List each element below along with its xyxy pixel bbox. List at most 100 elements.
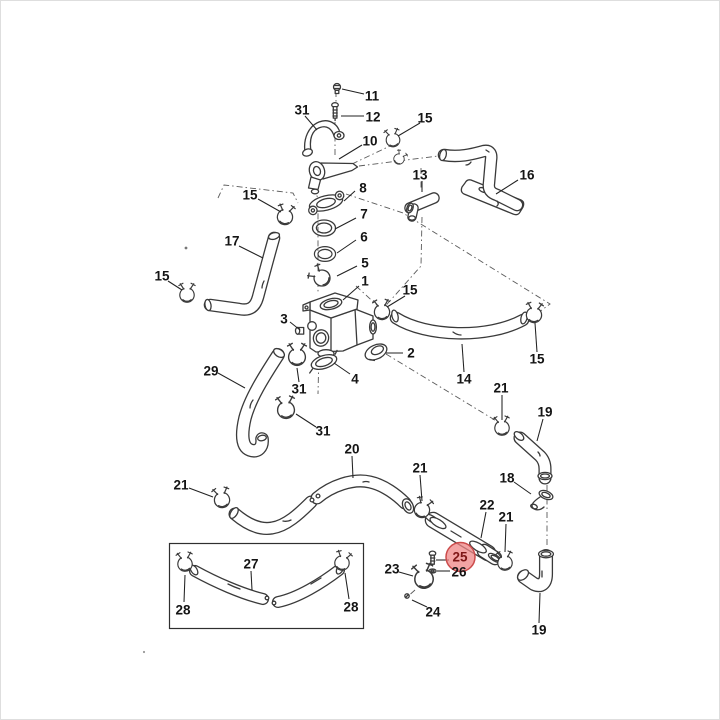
callout-11-0[interactable]: 11 bbox=[341, 88, 380, 104]
part-number-label[interactable]: 27 bbox=[243, 557, 258, 572]
part-23-clamp bbox=[410, 561, 437, 591]
leader-line bbox=[289, 321, 301, 331]
callout-25-33[interactable]: 25 bbox=[436, 541, 476, 573]
callout-31-21[interactable]: 31 bbox=[291, 367, 307, 397]
callout-31-2[interactable]: 31 bbox=[294, 103, 318, 131]
leader-line bbox=[167, 280, 183, 291]
part-number-label[interactable]: 31 bbox=[294, 103, 310, 118]
callout-13-5[interactable]: 13 bbox=[412, 168, 428, 193]
callout-19-25[interactable]: 19 bbox=[536, 405, 553, 442]
part-number-label[interactable]: 18 bbox=[499, 471, 515, 486]
leader-line bbox=[250, 570, 253, 591]
part-number-label[interactable]: 7 bbox=[360, 207, 368, 222]
callout-28-39[interactable]: 28 bbox=[343, 572, 359, 615]
callout-6-9[interactable]: 6 bbox=[336, 230, 368, 254]
callout-28-38[interactable]: 28 bbox=[175, 574, 191, 618]
highlight-circle-25[interactable] bbox=[445, 541, 476, 573]
callout-15-19[interactable]: 15 bbox=[529, 322, 545, 367]
callout-15-12[interactable]: 15 bbox=[242, 188, 282, 213]
leader-line bbox=[419, 474, 423, 502]
part-number-label[interactable]: 23 bbox=[384, 562, 400, 577]
callout-21-24[interactable]: 21 bbox=[493, 381, 509, 421]
part-15-clamp-small bbox=[390, 148, 409, 167]
part-number-label[interactable]: 24 bbox=[425, 605, 441, 620]
part-number-label[interactable]: 15 bbox=[417, 111, 433, 126]
leader-line bbox=[513, 481, 532, 495]
part-number-label[interactable]: 21 bbox=[173, 478, 189, 493]
part-number-label[interactable]: 8 bbox=[359, 181, 367, 196]
hoses bbox=[188, 144, 554, 609]
part-number-label[interactable]: 31 bbox=[291, 382, 307, 397]
callout-3-15[interactable]: 3 bbox=[280, 312, 301, 331]
part-number-label[interactable]: 21 bbox=[412, 461, 428, 476]
callout-29-20[interactable]: 29 bbox=[203, 364, 246, 389]
part-number-label[interactable]: 26 bbox=[451, 565, 467, 580]
part-number-label[interactable]: 10 bbox=[362, 134, 377, 149]
part-14-hose bbox=[391, 313, 528, 339]
callout-21-31[interactable]: 21 bbox=[498, 510, 514, 553]
callout-1-11[interactable]: 1 bbox=[342, 274, 369, 301]
callout-26-34[interactable]: 26 bbox=[437, 565, 467, 580]
part-number-label[interactable]: 12 bbox=[365, 110, 380, 125]
part-number-label[interactable]: 4 bbox=[351, 372, 359, 387]
part-number-label[interactable]: 17 bbox=[224, 234, 239, 249]
part-15-clamp-top bbox=[382, 127, 403, 149]
part-number-label[interactable]: 16 bbox=[519, 168, 535, 183]
callout-18-26[interactable]: 18 bbox=[499, 471, 532, 495]
part-28-clamp-left bbox=[175, 551, 195, 573]
part-number-label[interactable]: 13 bbox=[412, 168, 428, 183]
callout-21-28[interactable]: 21 bbox=[173, 478, 214, 498]
part-number-label[interactable]: 11 bbox=[365, 89, 380, 104]
callout-8-7[interactable]: 8 bbox=[343, 181, 367, 202]
part-number-label[interactable]: 2 bbox=[407, 346, 415, 361]
center-stack bbox=[294, 190, 388, 374]
callout-15-14[interactable]: 15 bbox=[154, 269, 183, 291]
part-number-label[interactable]: 6 bbox=[360, 230, 368, 245]
part-15-clamp-midleft bbox=[274, 202, 297, 227]
part-number-label[interactable]: 15 bbox=[402, 283, 418, 298]
part-number-label[interactable]: 28 bbox=[175, 603, 191, 618]
part-number-label[interactable]: 1 bbox=[361, 274, 369, 289]
callout-5-10[interactable]: 5 bbox=[336, 256, 369, 277]
part-20-hose-left bbox=[229, 496, 317, 534]
callout-31-23[interactable]: 31 bbox=[295, 413, 331, 439]
callout-4-22[interactable]: 4 bbox=[333, 362, 359, 387]
callout-14-18[interactable]: 14 bbox=[456, 343, 472, 387]
part-number-label[interactable]: 21 bbox=[493, 381, 509, 396]
callout-12-1[interactable]: 12 bbox=[341, 110, 381, 125]
part-number-label[interactable]: 15 bbox=[154, 269, 170, 284]
part-number-label[interactable]: 21 bbox=[498, 510, 514, 525]
callout-23-32[interactable]: 23 bbox=[384, 562, 414, 577]
part-number-label[interactable]: 29 bbox=[203, 364, 218, 379]
part-number-label[interactable]: 25 bbox=[452, 550, 468, 565]
callout-19-36[interactable]: 19 bbox=[531, 592, 547, 638]
callout-2-17[interactable]: 2 bbox=[386, 346, 415, 361]
callout-27-37[interactable]: 27 bbox=[243, 557, 259, 591]
part-number-label[interactable]: 19 bbox=[537, 405, 552, 420]
callout-20-27[interactable]: 20 bbox=[344, 442, 360, 479]
leader-line bbox=[295, 413, 317, 428]
callout-21-29[interactable]: 21 bbox=[412, 461, 428, 502]
part-number-label[interactable]: 20 bbox=[344, 442, 359, 457]
leader-line bbox=[336, 239, 357, 254]
callout-16-6[interactable]: 16 bbox=[495, 168, 535, 195]
part-number-label[interactable]: 14 bbox=[456, 372, 472, 387]
part-number-label[interactable]: 31 bbox=[315, 424, 331, 439]
part-15-clamp-14-right bbox=[524, 301, 545, 324]
part-number-label[interactable]: 5 bbox=[361, 256, 369, 271]
part-number-label[interactable]: 3 bbox=[280, 312, 288, 327]
part-number-label[interactable]: 15 bbox=[529, 352, 545, 367]
part-number-label[interactable]: 22 bbox=[479, 498, 494, 513]
part-number-label[interactable]: 28 bbox=[343, 600, 359, 615]
part-21-clamp-d bbox=[495, 550, 515, 572]
callout-15-4[interactable]: 15 bbox=[397, 111, 433, 137]
callout-17-13[interactable]: 17 bbox=[224, 234, 264, 259]
part-number-label[interactable]: 19 bbox=[531, 623, 546, 638]
callout-22-30[interactable]: 22 bbox=[479, 498, 495, 539]
callout-7-8[interactable]: 7 bbox=[334, 207, 368, 230]
callout-10-3[interactable]: 10 bbox=[338, 134, 378, 160]
callout-15-16[interactable]: 15 bbox=[386, 283, 418, 308]
part-number-label[interactable]: 15 bbox=[242, 188, 258, 203]
callout-24-35[interactable]: 24 bbox=[411, 599, 441, 620]
part-26-washer bbox=[428, 568, 437, 574]
